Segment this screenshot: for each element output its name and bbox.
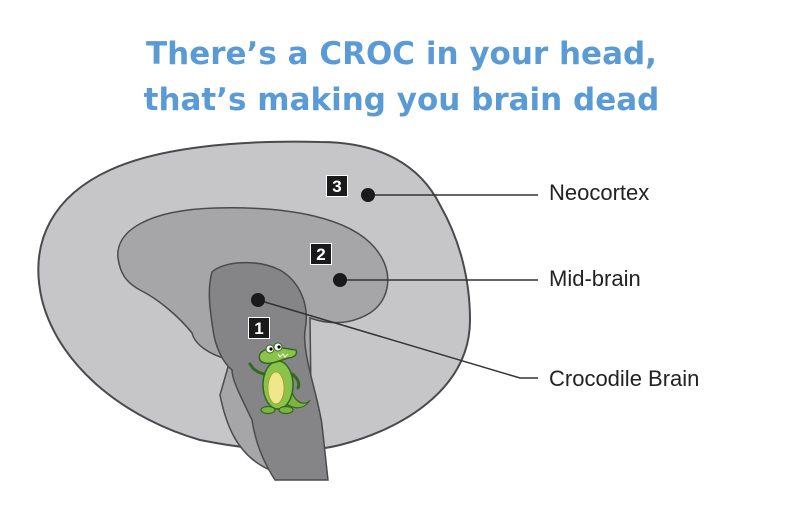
label-mid-brain: Mid-brain (549, 266, 641, 291)
title-line-2: that’s making you brain dead (143, 82, 660, 118)
title-line-1: There’s a CROC in your head, (146, 36, 657, 72)
region-number-badge-3: 3 (326, 175, 348, 197)
leader-line-crocodile-brain (257, 299, 538, 379)
marker-dot-crocodile-brain (251, 293, 265, 307)
region-number-badge-2: 2 (310, 243, 332, 265)
marker-dot-mid-brain (333, 273, 347, 287)
label-crocodile-brain: Crocodile Brain (549, 366, 700, 391)
region-number-badge-1: 1 (248, 317, 270, 339)
crocodile-icon (248, 342, 311, 415)
marker-dot-neocortex (361, 188, 375, 202)
label-neocortex: Neocortex (549, 180, 650, 205)
